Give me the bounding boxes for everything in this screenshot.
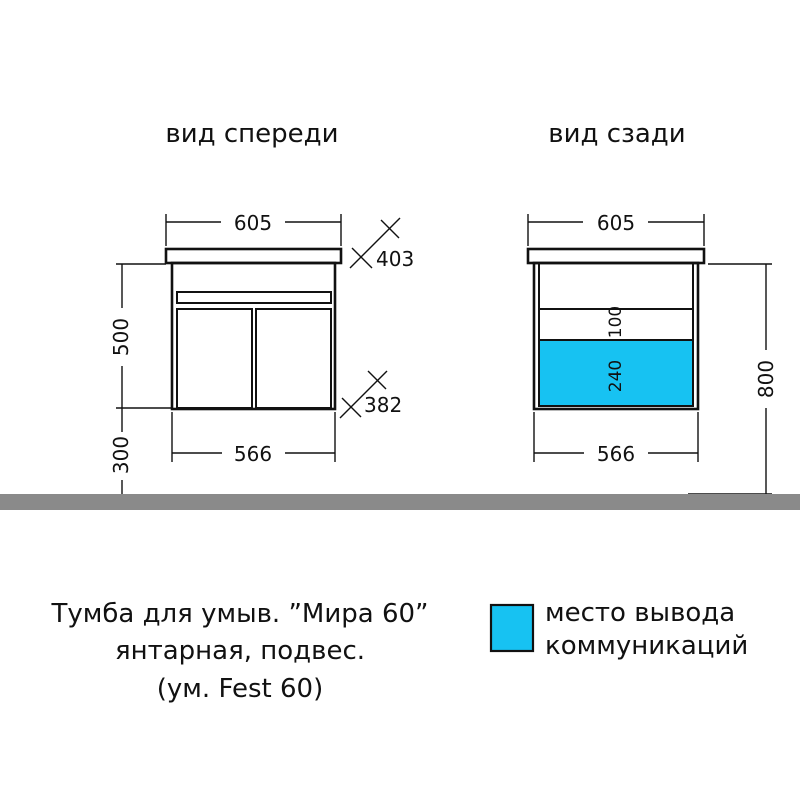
front-depth-top-line — [349, 217, 401, 269]
front-depth-bottom-label: 382 — [364, 393, 402, 417]
back-cabinet-body — [532, 261, 700, 411]
front-depth-top-label: 403 — [376, 247, 414, 271]
caption-line-3: (ум. Fest 60) — [157, 674, 323, 704]
front-door-right — [255, 308, 332, 409]
front-bottom-width-label: 566 — [234, 442, 272, 466]
front-view-title: вид спереди — [165, 119, 338, 149]
front-cabinet-body — [170, 261, 337, 411]
front-door-left — [176, 308, 253, 409]
front-depth-bottom-tick2 — [367, 370, 387, 390]
back-total-label: 800 — [754, 360, 778, 398]
front-depth-bottom-tick — [341, 397, 362, 418]
front-view: 605 403 382 500 300 566 — [109, 211, 414, 510]
front-depth-top-tick — [351, 247, 373, 269]
back-zone1-label: 100 — [606, 306, 626, 338]
back-communication-area — [539, 340, 693, 406]
legend-label-line-1: место вывода — [545, 598, 735, 628]
back-countertop — [526, 247, 706, 265]
front-height-label: 500 — [109, 318, 133, 356]
back-view-title: вид сзади — [548, 119, 685, 149]
front-top-width-label: 605 — [234, 211, 272, 235]
legend-swatch — [489, 603, 535, 653]
back-view: 605 100 240 800 566 — [526, 211, 778, 495]
caption-line-1: Тумба для умыв. ”Мира 60” — [50, 599, 428, 629]
back-top-width-label: 605 — [597, 211, 635, 235]
back-zone2-label: 240 — [606, 360, 626, 392]
front-depth-bottom-line — [339, 370, 388, 419]
caption-line-2: янтарная, подвес. — [115, 636, 365, 666]
front-mount-label: 300 — [109, 436, 133, 474]
front-depth-top-tick2 — [380, 219, 400, 239]
legend-label-line-2: коммуникаций — [545, 631, 748, 661]
floor-line — [0, 494, 800, 510]
back-bottom-width-label: 566 — [597, 442, 635, 466]
front-countertop — [164, 247, 343, 265]
back-shelf-zone — [538, 308, 694, 341]
front-drawer — [176, 291, 332, 304]
